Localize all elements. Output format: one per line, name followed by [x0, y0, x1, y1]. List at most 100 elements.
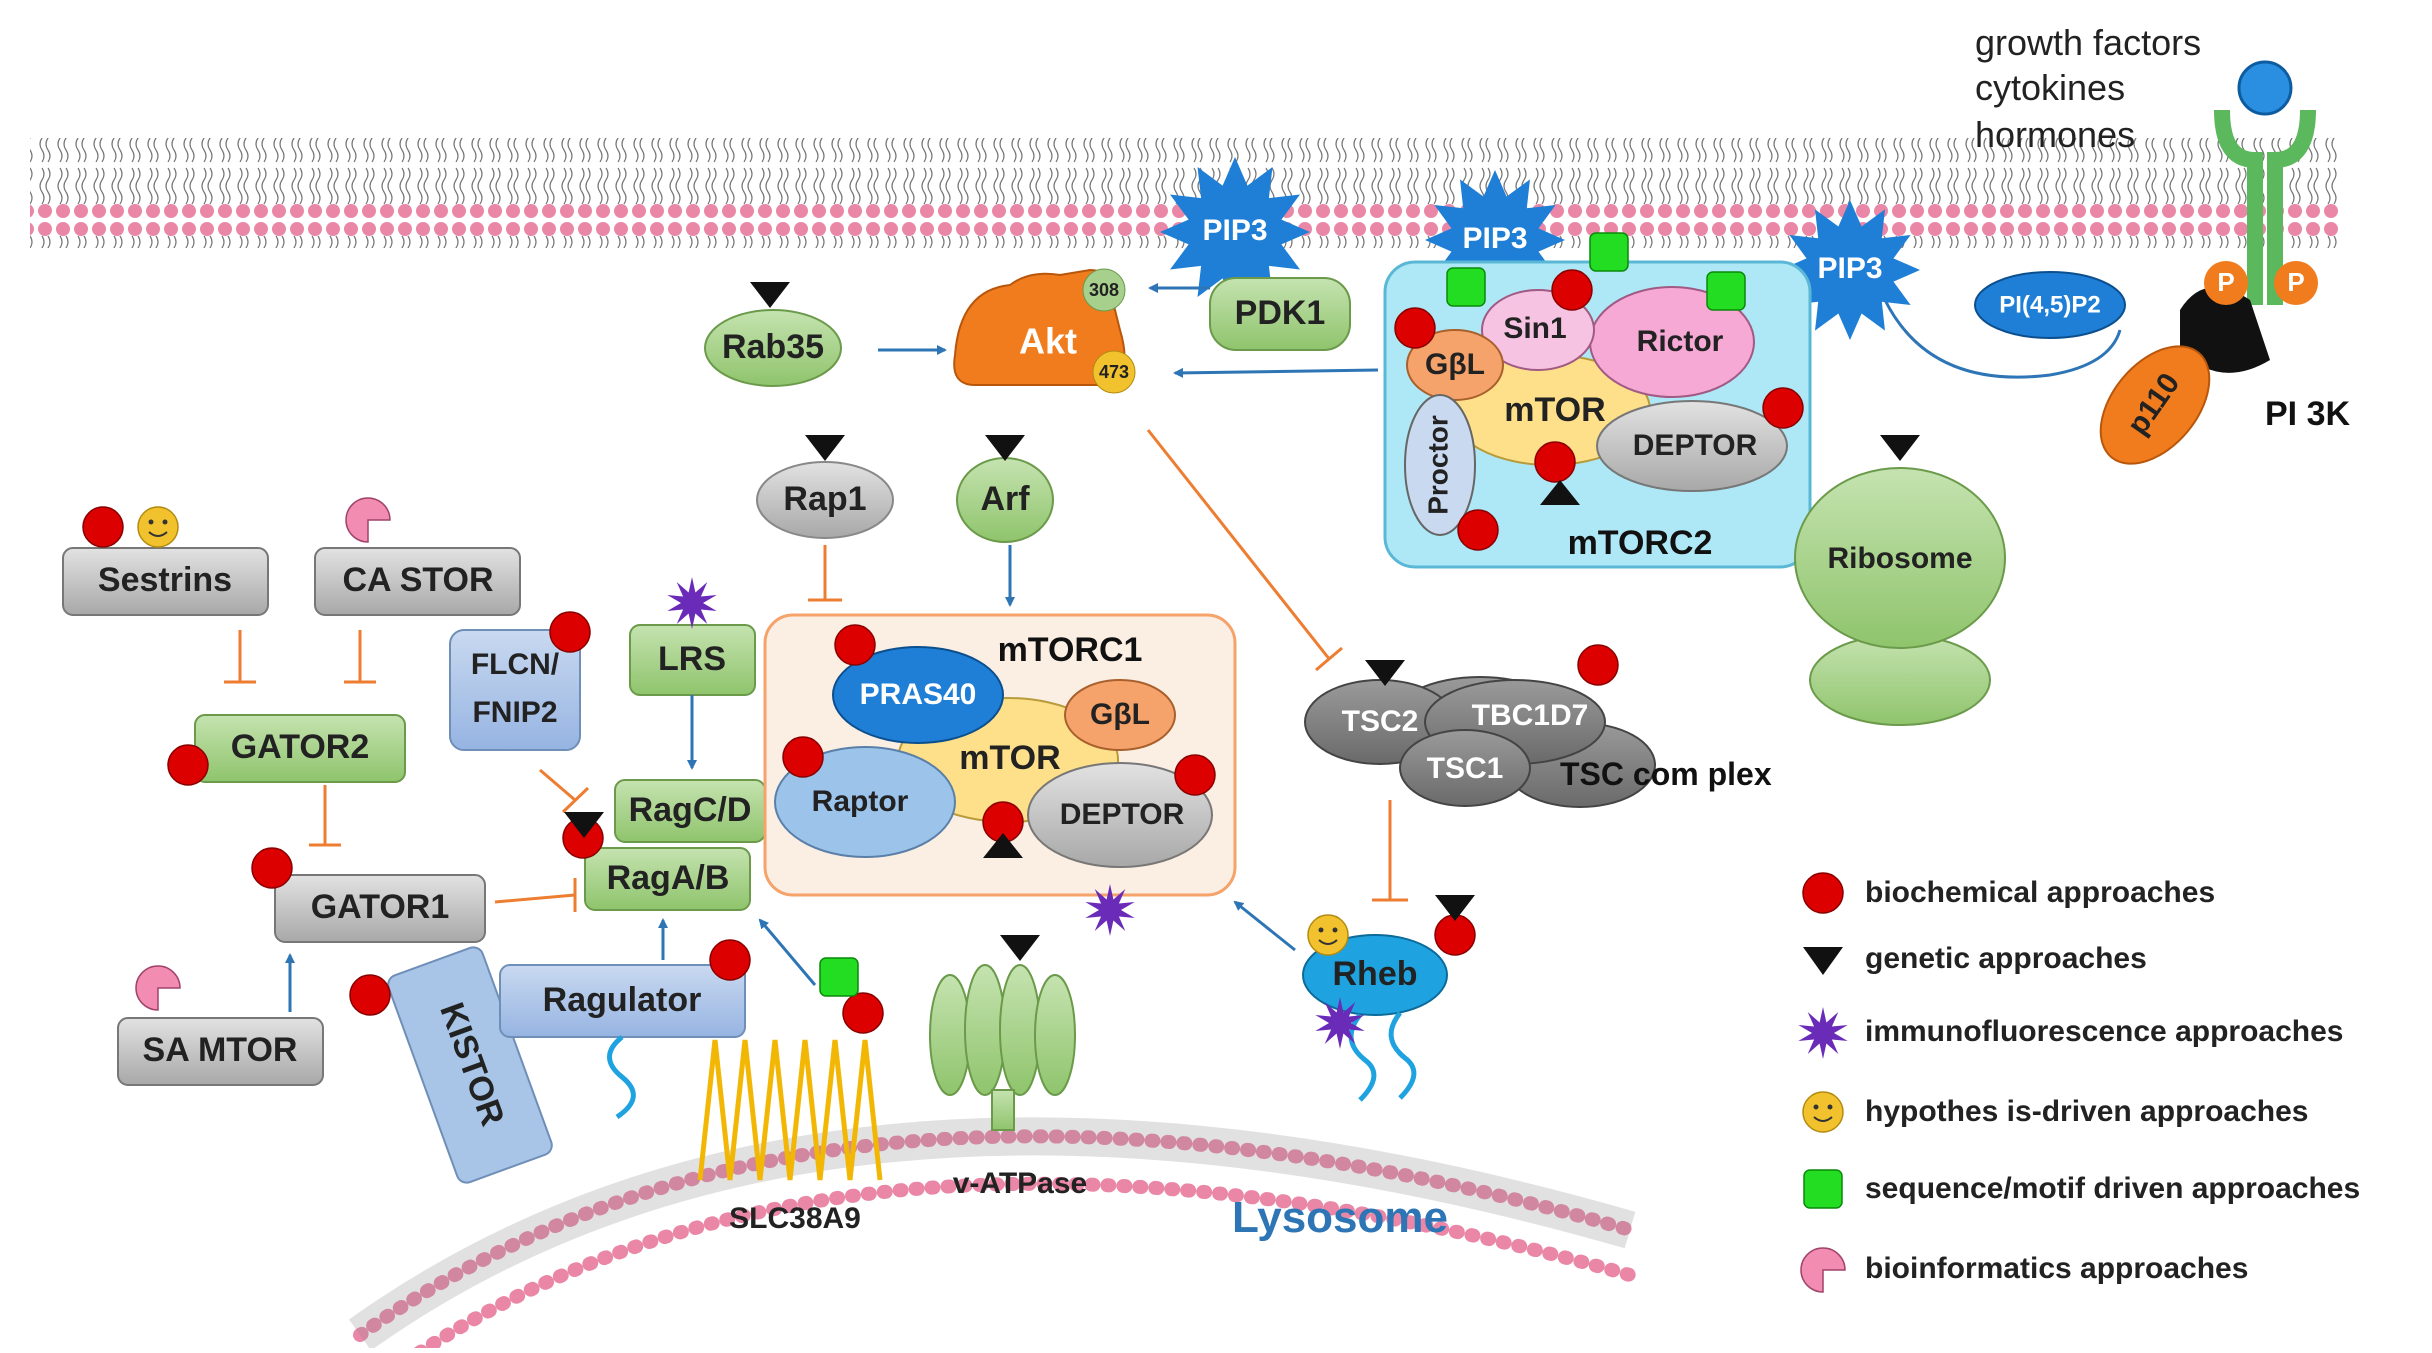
mtorc1-label: mTORC1 [998, 631, 1143, 669]
red-circle-icon [1802, 872, 1844, 914]
lysosome-label: Lysosome [1232, 1193, 1448, 1242]
proctor-label: Proctor [1422, 415, 1453, 515]
legend-item: genetic approaches [1803, 942, 2147, 975]
smiley-icon [137, 506, 179, 548]
legend-item: immunofluorescence approaches [1798, 1007, 2343, 1059]
ligand-hormones: hormones [1975, 114, 2135, 155]
pip3-star-1: PIP3 [1160, 157, 1310, 307]
green-square-icon [1803, 1169, 1843, 1209]
samtor-label: SA MTOR [143, 1031, 298, 1069]
phospho-p-2: P [2287, 267, 2304, 297]
lrs-label: LRS [658, 640, 726, 678]
akt-308-label: 308 [1089, 280, 1119, 300]
sin1-label: Sin1 [1503, 312, 1566, 345]
legend-item: hypothes is-driven approaches [1802, 1091, 2308, 1133]
rheb-label: Rheb [1333, 955, 1418, 993]
akt-label: Akt [1019, 321, 1077, 362]
purple-star-markers [667, 577, 1365, 1049]
ligand-growth-factors: growth factors [1975, 22, 2201, 63]
legend-label: genetic approaches [1865, 942, 2147, 975]
lysosome-membrane [348, 1117, 1637, 1353]
activation-arrows [285, 283, 1379, 1012]
red-circle-markers [82, 269, 1804, 1034]
raptor-label: Raptor [812, 785, 909, 818]
rab35-label: Rab35 [722, 328, 824, 366]
rab35-node [704, 309, 842, 387]
ragulator-anchor [607, 1035, 636, 1120]
v-atpase [929, 964, 1076, 1131]
mtorc2-complex: mTOR Rictor Sin1 GβL Proctor DEPTOR mTOR… [1383, 260, 1812, 569]
fnip2-label: FNIP2 [472, 696, 557, 729]
smiley-icon [1307, 914, 1349, 956]
arf-label: Arf [980, 480, 1030, 518]
akt-473-label: 473 [1099, 362, 1129, 382]
rheb-node [1302, 934, 1448, 1016]
tsc1-label: TSC1 [1427, 752, 1504, 785]
gbl-c1-label: GβL [1090, 698, 1150, 731]
castor-box [314, 547, 521, 616]
flcn-box [449, 629, 581, 751]
ragab-box [584, 847, 751, 911]
pdk1-label: PDK1 [1235, 294, 1326, 332]
svg-text:PIP3: PIP3 [1817, 252, 1882, 285]
tsc-complex-label: TSC com plex [1560, 756, 1772, 792]
ragab-label: RagA/B [607, 859, 730, 897]
smiley-markers [137, 506, 1349, 956]
tsc-complex: TSC2 TBC1D7 TSC1 TSC com plex [1304, 676, 1772, 808]
black-triangle-markers [564, 282, 1920, 961]
pi3k-label: PI 3K [2265, 395, 2350, 433]
svg-text:PIP3: PIP3 [1462, 222, 1527, 255]
legend-item: bioinformatics approaches [1800, 1247, 2248, 1293]
ribosome: Ribosome [1794, 467, 2006, 726]
phospho-p-1: P [2217, 267, 2234, 297]
flcn-label: FLCN/ [471, 648, 560, 681]
pacman-markers [135, 497, 391, 1011]
kistor-box: KISTOR [387, 946, 553, 1184]
ragcd-label: RagC/D [629, 791, 752, 829]
pras40-label: PRAS40 [860, 678, 977, 711]
mtorc1-complex: mTORC1 PRAS40 GβL mTOR Raptor DEPTOR [763, 613, 1237, 897]
gator1-box [274, 874, 486, 943]
receptor [2214, 60, 2316, 305]
tbc1d7-label: TBC1D7 [1472, 699, 1589, 732]
deptor-c2-label: DEPTOR [1633, 429, 1758, 462]
pip2-cycle: PI(4,5)P2 [1876, 271, 2126, 379]
rictor-label: Rictor [1637, 325, 1724, 358]
legend-item: sequence/motif driven approaches [1803, 1169, 2360, 1209]
pip2-label: PI(4,5)P2 [1999, 291, 2100, 318]
inhibition-lines [224, 429, 1408, 912]
green-square-markers [819, 232, 1746, 997]
sestrins-label: Sestrins [98, 561, 232, 599]
gator2-label: GATOR2 [231, 728, 370, 766]
legend-label: sequence/motif driven approaches [1865, 1172, 2360, 1205]
legend: biochemical approaches genetic approache… [1798, 872, 2360, 1293]
gator1-label: GATOR1 [311, 888, 450, 926]
svg-text:PIP3: PIP3 [1202, 214, 1267, 247]
rap1-node [756, 461, 894, 539]
ribosome-label: Ribosome [1827, 542, 1972, 575]
legend-label: immunofluorescence approaches [1865, 1015, 2343, 1048]
pacman-icon [1800, 1247, 1846, 1293]
sestrins-box [62, 547, 269, 616]
ligand-cytokines: cytokines [1975, 67, 2125, 108]
mtor-c1-label: mTOR [959, 739, 1060, 777]
ragulator-box [499, 964, 746, 1038]
smiley-icon [1802, 1091, 1844, 1133]
deptor-c1-label: DEPTOR [1060, 798, 1185, 831]
slc38a9-transporter [697, 1039, 883, 1181]
mtorc2-label: mTORC2 [1568, 524, 1713, 562]
samtor-box [117, 1017, 324, 1086]
rheb-anchor [1348, 1011, 1417, 1102]
v-atpase-label: v-ATPase [953, 1167, 1088, 1200]
mtor-c2-label: mTOR [1504, 391, 1605, 429]
slc38a9-label: SLC38A9 [729, 1202, 861, 1235]
gbl-c2-label: GβL [1425, 348, 1485, 381]
castor-label: CA STOR [342, 561, 493, 599]
ragulator-label: Ragulator [543, 981, 702, 1019]
legend-label: biochemical approaches [1865, 876, 2215, 909]
legend-item: biochemical approaches [1802, 872, 2215, 914]
rap1-label: Rap1 [783, 480, 866, 518]
pi3k: p110 P P PI 3K [2099, 261, 2350, 465]
purple-star-icon [1798, 1007, 1848, 1059]
